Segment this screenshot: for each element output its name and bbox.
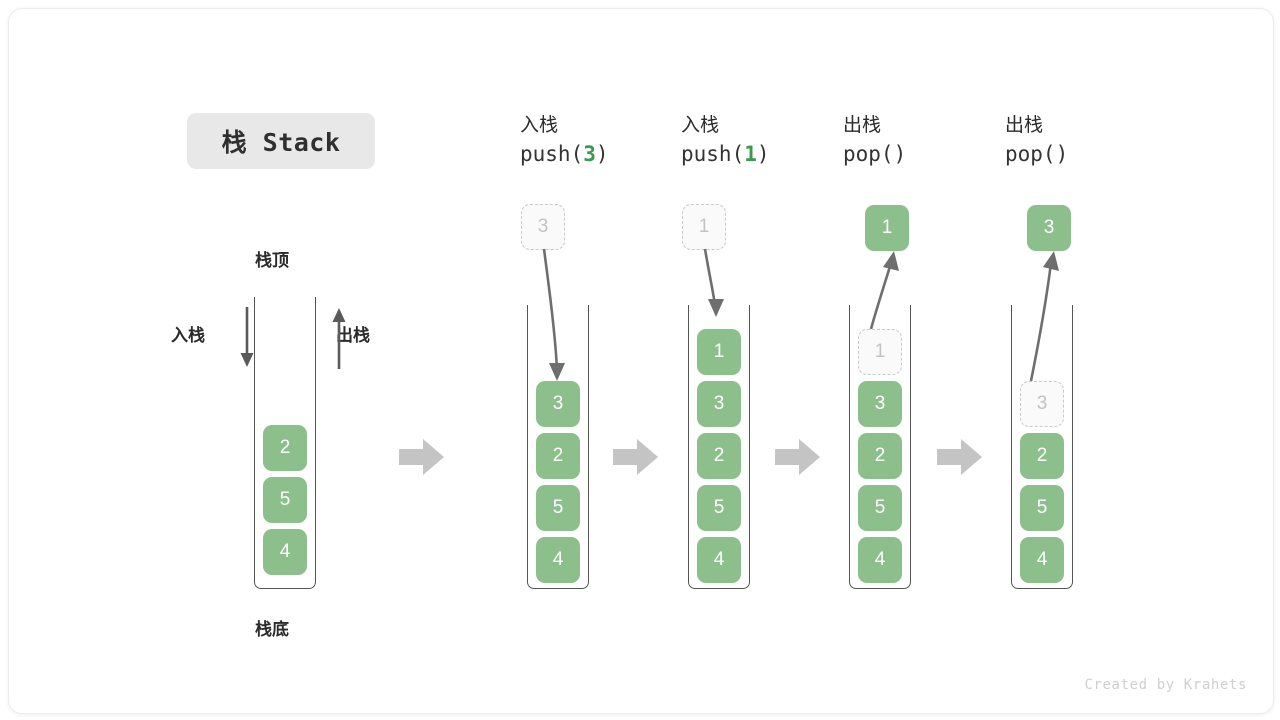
stack-element: 3: [536, 381, 580, 427]
diagram-card: 栈 Stack 栈顶 栈底 入栈 出栈 2 5 4 入栈 push(3) 3 3…: [8, 8, 1274, 714]
step-header-cn: 出栈: [843, 115, 882, 136]
step-header-push-1: 入栈 push(1): [681, 113, 871, 170]
credit-text: Created by Krahets: [1084, 677, 1247, 693]
incoming-element-ghost: 1: [682, 204, 726, 250]
stack-element-ghost: 1: [858, 329, 902, 375]
stack-element: 5: [1020, 485, 1064, 531]
fn-suffix: ): [595, 141, 609, 166]
pop-direction-arrow-icon: [332, 308, 346, 369]
flow-arrow-icon: [399, 439, 444, 475]
stack-container-pop-1: 1 3 2 5 4: [849, 305, 911, 589]
step-header-fn: push(3): [520, 140, 710, 170]
stack-element: 1: [697, 329, 741, 375]
fn-suffix: ): [893, 141, 907, 166]
stack-element-ghost: 3: [1020, 381, 1064, 427]
stack-element: 4: [536, 537, 580, 583]
pop-motion-arrow-icon: [1029, 251, 1059, 382]
fn-arg: 3: [583, 141, 596, 166]
stack-container-push-1: 1 3 2 5 4: [688, 305, 750, 589]
stack-element: 4: [263, 529, 307, 575]
stack-element: 2: [858, 433, 902, 479]
title-chip: 栈 Stack: [187, 113, 375, 169]
stack-element: 4: [1020, 537, 1064, 583]
step-header-fn: push(1): [681, 140, 871, 170]
push-motion-arrow-icon: [542, 248, 565, 381]
stack-top-label: 栈顶: [255, 251, 289, 270]
stack-element: 3: [697, 381, 741, 427]
step-header-cn: 入栈: [520, 115, 559, 136]
stack-element: 5: [536, 485, 580, 531]
stack-element: 5: [697, 485, 741, 531]
fn-prefix: pop(: [843, 141, 894, 166]
step-header-cn: 入栈: [681, 115, 720, 136]
fn-suffix: ): [1055, 141, 1069, 166]
fn-prefix: push(: [681, 141, 745, 166]
pop-direction-label: 出栈: [336, 326, 370, 345]
push-direction-label: 入栈: [171, 326, 205, 345]
stack-element: 3: [858, 381, 902, 427]
popped-element: 3: [1027, 205, 1071, 251]
fn-suffix: ): [756, 141, 770, 166]
stack-container-initial: 2 5 4: [254, 297, 316, 589]
step-header-pop-1: 出栈 pop(): [843, 113, 1033, 170]
stack-element: 2: [536, 433, 580, 479]
stack-element: 4: [858, 537, 902, 583]
stack-element: 5: [858, 485, 902, 531]
flow-arrow-icon: [613, 439, 658, 475]
step-header-fn: pop(): [1005, 140, 1195, 170]
push-motion-arrow-icon: [703, 248, 724, 317]
fn-prefix: push(: [520, 141, 584, 166]
pop-motion-arrow-icon: [869, 251, 899, 330]
stack-element: 4: [697, 537, 741, 583]
step-header-pop-3: 出栈 pop(): [1005, 113, 1195, 170]
incoming-element-ghost: 3: [521, 204, 565, 250]
stack-container-push-3: 3 2 5 4: [527, 305, 589, 589]
stack-container-pop-3: 3 2 5 4: [1011, 305, 1073, 589]
fn-arg: 1: [744, 141, 757, 166]
flow-arrow-icon: [775, 439, 820, 475]
push-direction-arrow-icon: [240, 307, 254, 367]
stack-element: 5: [263, 477, 307, 523]
flow-arrow-icon: [937, 439, 982, 475]
stack-element: 2: [263, 425, 307, 471]
popped-element: 1: [865, 205, 909, 251]
step-header-push-3: 入栈 push(3): [520, 113, 710, 170]
stack-element: 2: [1020, 433, 1064, 479]
stack-bottom-label: 栈底: [255, 620, 289, 639]
fn-prefix: pop(: [1005, 141, 1056, 166]
step-header-cn: 出栈: [1005, 115, 1044, 136]
diagram-stage: 栈 Stack 栈顶 栈底 入栈 出栈 2 5 4 入栈 push(3) 3 3…: [9, 9, 1273, 713]
stack-element: 2: [697, 433, 741, 479]
step-header-fn: pop(): [843, 140, 1033, 170]
